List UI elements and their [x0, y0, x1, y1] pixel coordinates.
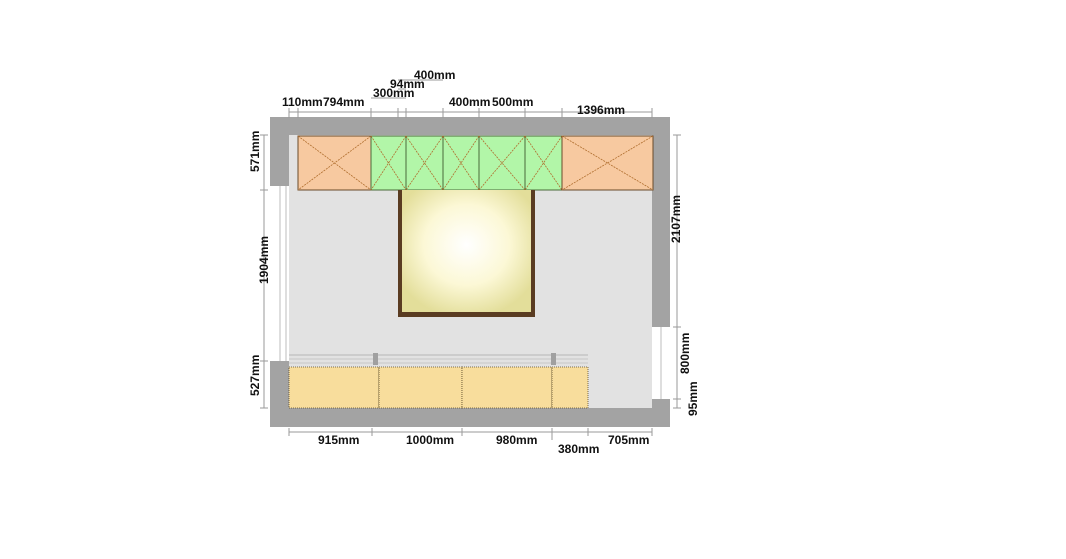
upper-cabinet-center[interactable]: [370, 135, 563, 191]
base-cabinet-3[interactable]: [461, 366, 553, 409]
bed[interactable]: [398, 190, 535, 317]
dim-794: 794mm: [323, 95, 364, 109]
bed-mattress: [402, 190, 531, 312]
cabinet-handle-marker-2: [551, 353, 556, 365]
dim-705: 705mm: [608, 433, 649, 447]
upper-cabinet-right[interactable]: [561, 135, 654, 191]
dim-400-upper: 400mm: [414, 68, 455, 82]
upper-cabinet-left[interactable]: [297, 135, 372, 191]
dim-94: 94mm: [390, 77, 425, 91]
dim-400: 400mm: [449, 95, 490, 109]
dim-527: 527mm: [248, 355, 262, 396]
dimensions-right: 2107mm 800mm 95mm: [669, 195, 700, 416]
dimensions-bottom: 915mm 1000mm 980mm 380mm 705mm: [318, 433, 649, 456]
dimensions-top: 110mm 794mm 94mm 300mm 400mm 400mm 500mm…: [282, 68, 625, 117]
dim-1396: 1396mm: [577, 103, 625, 117]
base-cabinet-2[interactable]: [378, 366, 463, 409]
base-cabinet-1[interactable]: [288, 366, 380, 409]
dim-571: 571mm: [248, 131, 262, 172]
dim-915: 915mm: [318, 433, 359, 447]
dim-380: 380mm: [558, 442, 599, 456]
dim-800: 800mm: [678, 333, 692, 374]
dim-95: 95mm: [686, 381, 700, 416]
upper-cabinets: [297, 135, 654, 191]
base-cabinet-4[interactable]: [551, 366, 589, 409]
dim-980: 980mm: [496, 433, 537, 447]
dimensions-left: 571mm 1904mm 527mm: [248, 131, 271, 396]
dim-300: 300mm: [373, 86, 414, 100]
dim-500: 500mm: [492, 95, 533, 109]
dim-2107: 2107mm: [669, 195, 683, 243]
base-cabinets: [288, 353, 589, 409]
cabinet-handle-marker: [373, 353, 378, 365]
dim-110: 110mm: [282, 95, 323, 109]
dim-1000: 1000mm: [406, 433, 454, 447]
dim-1904: 1904mm: [257, 236, 271, 284]
dimension-lines: [260, 79, 681, 440]
